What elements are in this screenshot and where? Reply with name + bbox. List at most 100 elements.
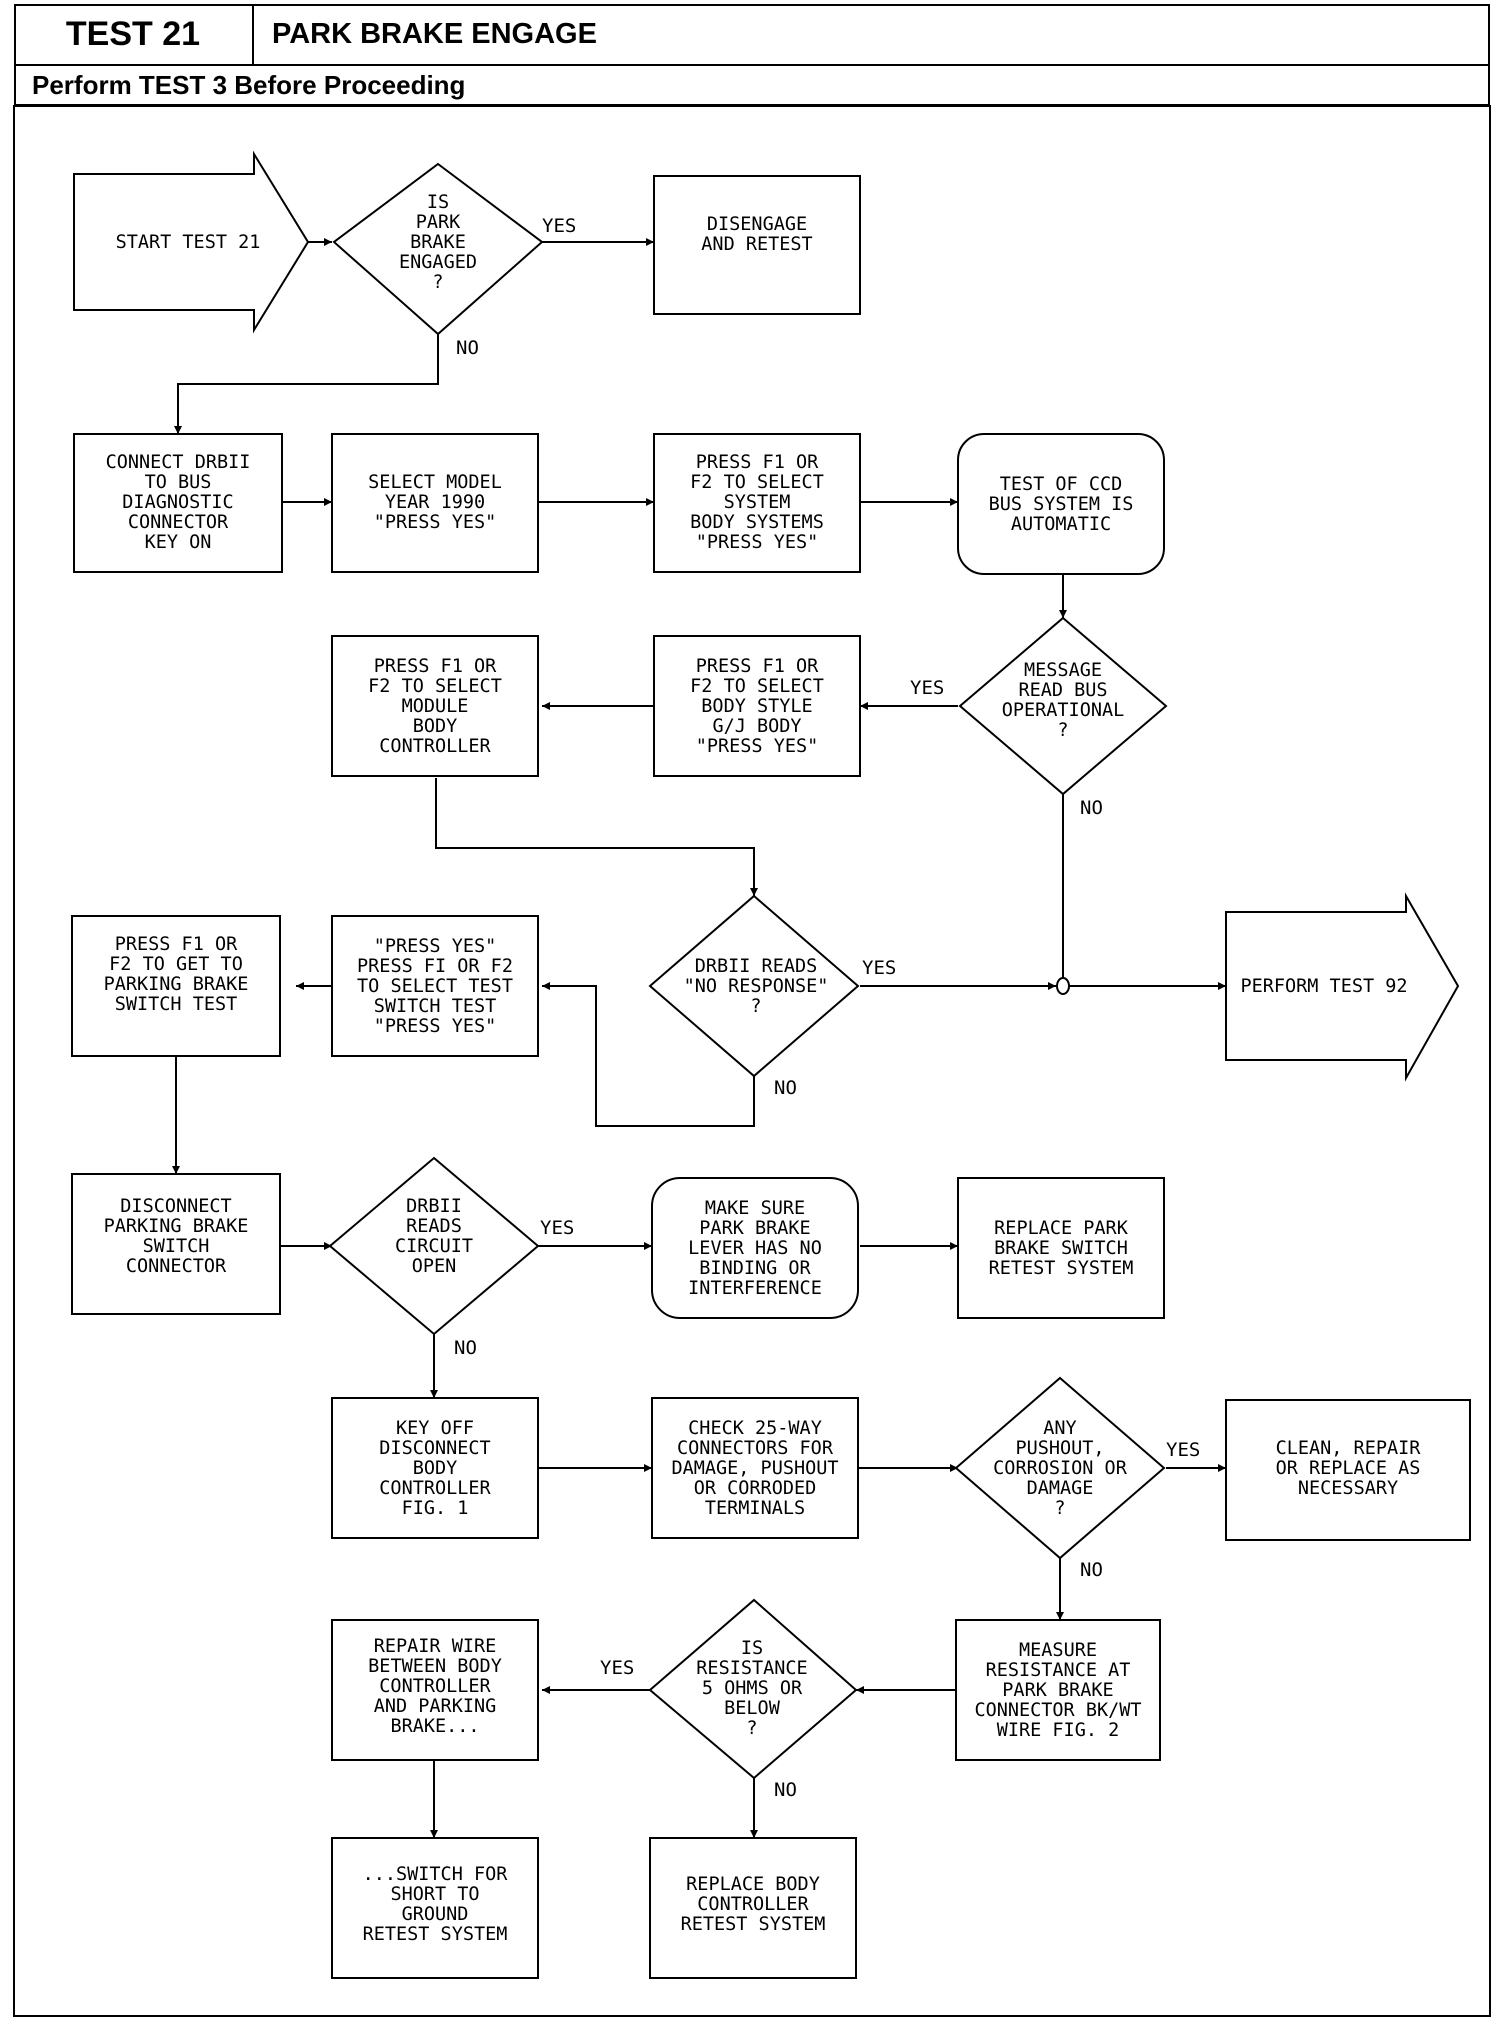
node-text-line: F2 TO SELECT: [690, 472, 824, 493]
node-text-line: INTERFERENCE: [688, 1278, 822, 1299]
node-text-line: OR REPLACE AS: [1276, 1458, 1421, 1479]
node-text-line: F2 TO GET TO: [109, 954, 243, 975]
text-start: START TEST 21: [116, 232, 261, 253]
decision-pushout: [954, 1376, 1166, 1560]
node-text-line: DRBII READS: [695, 956, 818, 977]
node-text-line: IS: [427, 192, 449, 213]
box-press-module: [331, 635, 539, 777]
node-text-line: MODULE: [402, 696, 469, 717]
node-text-line: ?: [746, 1718, 757, 1739]
box-measure: [955, 1619, 1161, 1761]
node-text-line: BUS SYSTEM IS: [989, 494, 1134, 515]
node-text-line: BODY STYLE: [701, 696, 812, 717]
decision-no-response: [648, 894, 860, 1078]
box-press-parking: [71, 915, 281, 1057]
node-text-line: F2 TO SELECT: [690, 676, 824, 697]
node-text-line: NECESSARY: [1298, 1478, 1398, 1499]
header-divider: [254, 64, 1490, 66]
node-text-line: OPEN: [412, 1256, 457, 1277]
node-text-line: OR CORRODED: [694, 1478, 817, 1499]
box-disconnect: [71, 1173, 281, 1315]
main-frame: [13, 105, 1491, 2017]
node-text-line: RESISTANCE AT: [986, 1660, 1131, 1681]
node-text-line: RETEST SYSTEM: [363, 1924, 508, 1945]
node-text-line: CHECK 25-WAY: [688, 1418, 822, 1439]
node-text-line: 5 OHMS OR: [702, 1678, 803, 1699]
label-message-yes: YES: [910, 677, 944, 699]
label-resistance-yes: YES: [600, 1657, 634, 1679]
node-text-line: AND PARKING: [374, 1696, 497, 1717]
node-text-line: CORROSION OR: [993, 1458, 1128, 1479]
box-select-model: [331, 433, 539, 573]
box-key-off: [331, 1397, 539, 1539]
node-text-line: RESISTANCE: [696, 1658, 807, 1679]
node-text-line: PRESS F1 OR: [115, 934, 238, 955]
node-text-line: PUSHOUT,: [1015, 1438, 1104, 1459]
node-text-line: SWITCH TEST: [374, 996, 497, 1017]
node-text-line: KEY ON: [145, 532, 212, 553]
node-text-line: PRESS F1 OR: [696, 452, 819, 473]
node-text-line: "PRESS YES": [374, 512, 497, 533]
start-arrow: [73, 150, 310, 334]
label-pushout-no: NO: [1080, 1559, 1103, 1581]
node-text-line: CONTROLLER: [379, 1676, 491, 1697]
decision-park-brake: [332, 162, 544, 336]
node-text-line: ENGAGED: [399, 252, 477, 273]
node-text-line: PARK BRAKE: [699, 1218, 810, 1239]
node-text-line: YEAR 1990: [385, 492, 485, 513]
node-text-line: FIG. 1: [402, 1498, 469, 1519]
node-text-line: DISCONNECT: [379, 1438, 490, 1459]
node-text-line: F2 TO SELECT: [368, 676, 502, 697]
node-text-line: TERMINALS: [705, 1498, 805, 1519]
node-text-line: RETEST SYSTEM: [681, 1914, 826, 1935]
node-text-line: PRESS F1 OR: [374, 656, 497, 677]
label-pushout-yes: YES: [1166, 1439, 1200, 1461]
node-text-line: READ BUS: [1018, 680, 1107, 701]
node-text-line: BELOW: [724, 1698, 781, 1719]
box-press-body-style: [653, 635, 861, 777]
node-text-line: "PRESS YES": [374, 1016, 497, 1037]
box-replace-body: [649, 1837, 857, 1979]
node-text-line: "PRESS YES": [696, 532, 819, 553]
node-text-line: BRAKE...: [390, 1716, 479, 1737]
node-text-line: OPERATIONAL: [1002, 700, 1125, 721]
node-text-line: ANY: [1043, 1418, 1076, 1439]
test-number: TEST 21: [14, 4, 254, 66]
box-press-yes-test: [331, 915, 539, 1057]
node-text-line: PRESS F1 OR: [696, 656, 819, 677]
label-park-no: NO: [456, 337, 479, 359]
decision-resistance: [648, 1598, 858, 1780]
node-text-line: SELECT MODEL: [368, 472, 502, 493]
node-text-line: START TEST 21: [116, 232, 261, 253]
node-text-line: BODY: [413, 716, 458, 737]
node-text-line: BRAKE SWITCH: [994, 1238, 1128, 1259]
node-text-line: BRAKE: [410, 232, 466, 253]
node-text-line: DISCONNECT: [120, 1196, 231, 1217]
node-text-line: READS: [406, 1216, 462, 1237]
node-text-line: DIAGNOSTIC: [122, 492, 233, 513]
connectors: [172, 238, 1226, 1838]
box-disengage: [653, 175, 861, 315]
node-text-line: KEY OFF: [396, 1418, 474, 1439]
node-text-line: "NO RESPONSE": [684, 976, 829, 997]
node-text-line: SYSTEM: [724, 492, 791, 513]
node-text-line: CONTROLLER: [697, 1894, 809, 1915]
node-text-line: ?: [1054, 1498, 1065, 1519]
node-text-line: DISENGAGE: [707, 214, 807, 235]
node-text-line: AND RETEST: [701, 234, 812, 255]
node-text-line: G/J BODY: [712, 716, 801, 737]
node-text-line: REPLACE BODY: [686, 1874, 820, 1895]
node-text-line: REPLACE PARK: [994, 1218, 1129, 1239]
node-text-line: TEST OF CCD: [1000, 474, 1123, 495]
